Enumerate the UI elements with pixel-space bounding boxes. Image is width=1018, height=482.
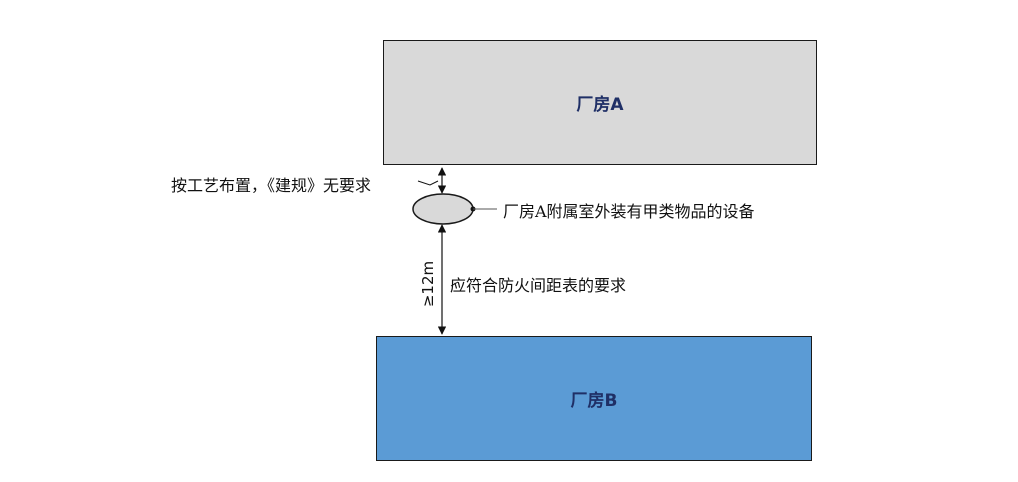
building-a-box: 厂房A — [383, 40, 817, 165]
device-ellipse — [412, 193, 474, 225]
process-layout-label: 按工艺布置，《建规》无要求 — [171, 176, 372, 195]
fire-rule-label: 应符合防火间距表的要求 — [450, 276, 627, 295]
device-label: 厂房A附属室外装有甲类物品的设备 — [503, 202, 755, 221]
fire-rule-callout-leader — [450, 281, 459, 287]
process-callout-leader — [417, 180, 439, 186]
building-a-label: 厂房A — [576, 95, 624, 115]
building-b-box: 厂房B — [376, 336, 812, 461]
building-b-label: 厂房B — [570, 391, 618, 411]
distance-label: ≥12m — [419, 260, 437, 308]
